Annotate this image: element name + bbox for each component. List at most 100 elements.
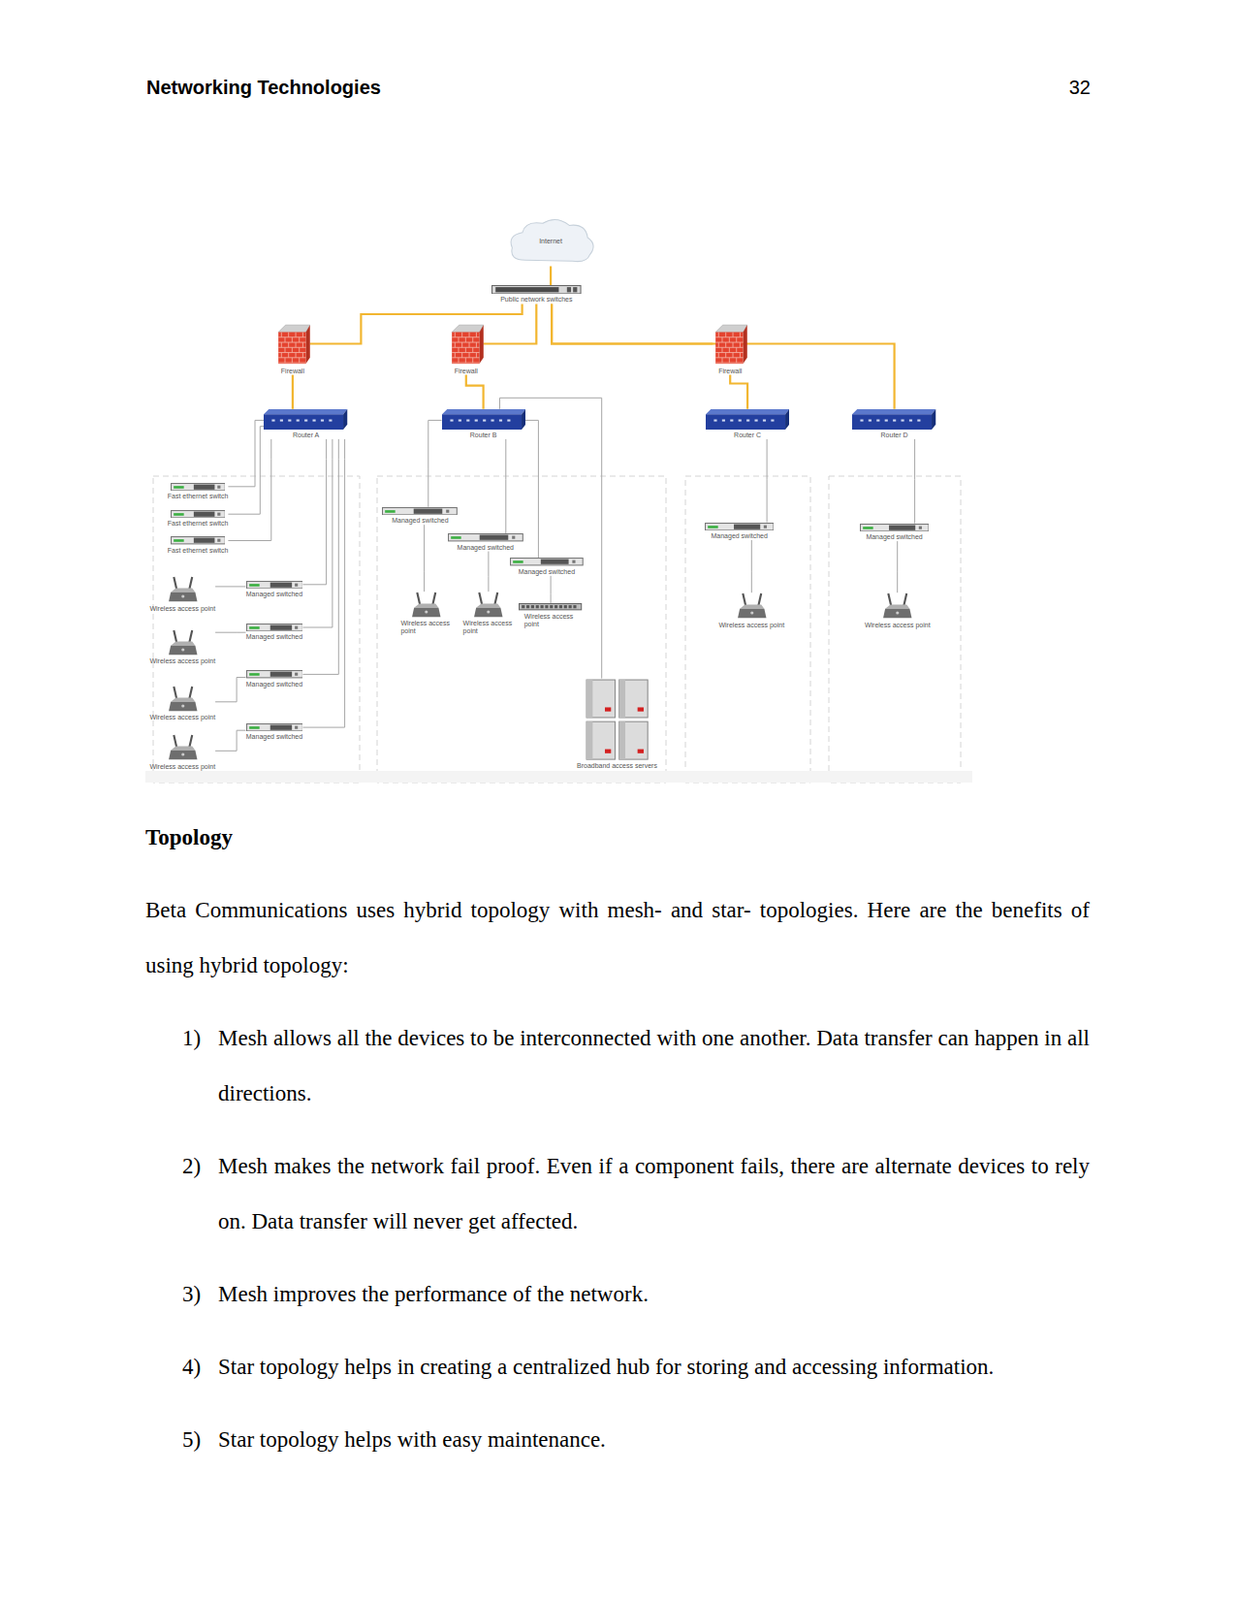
running-header: Networking Technologies [146, 75, 381, 99]
device-label: Managed switched [246, 732, 303, 741]
device-label: Managed switched [865, 533, 922, 541]
psw-icon [491, 285, 582, 294]
device-label: Managed switched [391, 516, 448, 525]
list-text: Mesh makes the network fail proof. Even … [218, 1138, 1090, 1249]
ap-icon [167, 575, 199, 603]
ap-node: Wireless access point [149, 575, 216, 612]
lan-cable [525, 419, 539, 558]
uplink-cable [291, 375, 294, 410]
sw-icon [246, 669, 304, 678]
sw-icon [509, 557, 584, 566]
sw-icon [246, 580, 304, 589]
lan-cable [302, 439, 345, 728]
uplink-cable [466, 375, 484, 410]
lan-cable [227, 426, 264, 515]
sw-node: Fast ethernet switch [167, 482, 229, 501]
ap-node: Wireless access point [864, 592, 931, 629]
device-label: Firewall [281, 367, 305, 376]
ap-node: Wireless access point [149, 629, 216, 666]
list-text: Star topology helps in creating a centra… [218, 1338, 1090, 1395]
device-label: Managed switched [710, 532, 767, 540]
paragraph: Beta Communications uses hybrid topology… [145, 882, 1090, 993]
list-text: Star topology helps with easy maintenanc… [218, 1411, 1090, 1467]
ap-node: Wireless access point [400, 591, 452, 635]
ap-icon [411, 591, 443, 618]
lan-cable [428, 419, 443, 507]
ap-node: Wireless access point [149, 733, 216, 770]
region-panel [153, 475, 360, 783]
lan-cable [302, 439, 333, 628]
sw-node: Managed switched [509, 557, 584, 575]
fw-icon [712, 321, 748, 365]
sw-node: Fast ethernet switch [167, 536, 229, 554]
sw-node: Fast ethernet switch [167, 509, 229, 528]
device-label: Fast ethernet switch [167, 519, 229, 528]
ap-icon [167, 733, 199, 761]
device-label: Fast ethernet switch [167, 546, 229, 555]
page-number: 32 [1069, 75, 1091, 99]
uplink-cable [729, 375, 748, 410]
list-number: 4) [182, 1338, 201, 1395]
sw-icon [246, 723, 304, 731]
router-icon [263, 409, 348, 430]
device-label: Managed switched [457, 543, 514, 552]
uplink-cable [310, 304, 523, 345]
sw-node: Managed switched [447, 533, 524, 551]
bar-icon [518, 602, 582, 610]
device-label: Router D [881, 431, 909, 440]
fw-node: Firewall [712, 321, 748, 375]
device-label: Public network switches [500, 295, 572, 304]
sw-icon [170, 482, 226, 491]
router-node: Router A [263, 409, 348, 440]
lan-cable [215, 585, 246, 587]
region-panel [377, 475, 666, 783]
list-text: Mesh improves the performance of the net… [218, 1266, 1090, 1322]
device-label: Wireless access point [400, 619, 452, 635]
ap-icon [167, 629, 199, 656]
list-item: 5) Star topology helps with easy maintena… [145, 1411, 1090, 1467]
bar-node: Wireless access point [518, 602, 582, 628]
list-number: 3) [182, 1266, 201, 1322]
cloud-icon: Internet [505, 217, 598, 266]
fw-icon [448, 321, 484, 365]
router-icon [705, 409, 790, 430]
device-label: Router A [292, 431, 319, 440]
sw-icon [170, 509, 226, 518]
body-text: TopologyBeta Communications uses hybrid … [145, 809, 1090, 1467]
lan-cable [751, 539, 753, 593]
uplink-cable [483, 304, 538, 345]
lan-cable [914, 439, 916, 524]
list-item: 1) Mesh allows all the devices to be inte… [145, 1010, 1090, 1121]
router-icon [852, 409, 936, 430]
device-label: Wireless access point [463, 619, 515, 635]
device-label: Wireless access point [149, 657, 216, 666]
list-text: Mesh allows all the devices to be interc… [218, 1010, 1090, 1121]
lan-cable [423, 524, 425, 592]
sw-icon [859, 523, 930, 532]
router-node: Router B [442, 409, 526, 440]
list-item: 3) Mesh improves the performance of the n… [145, 1266, 1090, 1322]
server-node: Broadband access servers [576, 678, 658, 770]
sw-icon [704, 522, 775, 531]
list-number: 5) [182, 1411, 201, 1467]
uplink-cable [551, 304, 895, 410]
region-panel [685, 475, 811, 783]
psw-node: Public network switches [491, 285, 582, 304]
lan-cable [302, 439, 339, 675]
lan-cable [487, 551, 489, 593]
sw-node: Managed switched [246, 623, 304, 641]
sw-node: Managed switched [859, 523, 930, 541]
router-node: Router C [705, 409, 790, 440]
ap-icon [473, 591, 505, 618]
cloud-node: Internet [505, 217, 598, 266]
device-label: Managed switched [246, 680, 303, 689]
lan-cable [227, 419, 264, 486]
server-icon [585, 678, 649, 761]
sw-icon [381, 507, 458, 515]
device-label: Internet [505, 237, 598, 246]
ap-node: Wireless access point [718, 592, 785, 629]
device-label: Managed switched [246, 633, 303, 641]
router-node: Router D [852, 409, 936, 440]
list-number: 1) [182, 1010, 201, 1066]
sw-node: Managed switched [381, 507, 458, 525]
